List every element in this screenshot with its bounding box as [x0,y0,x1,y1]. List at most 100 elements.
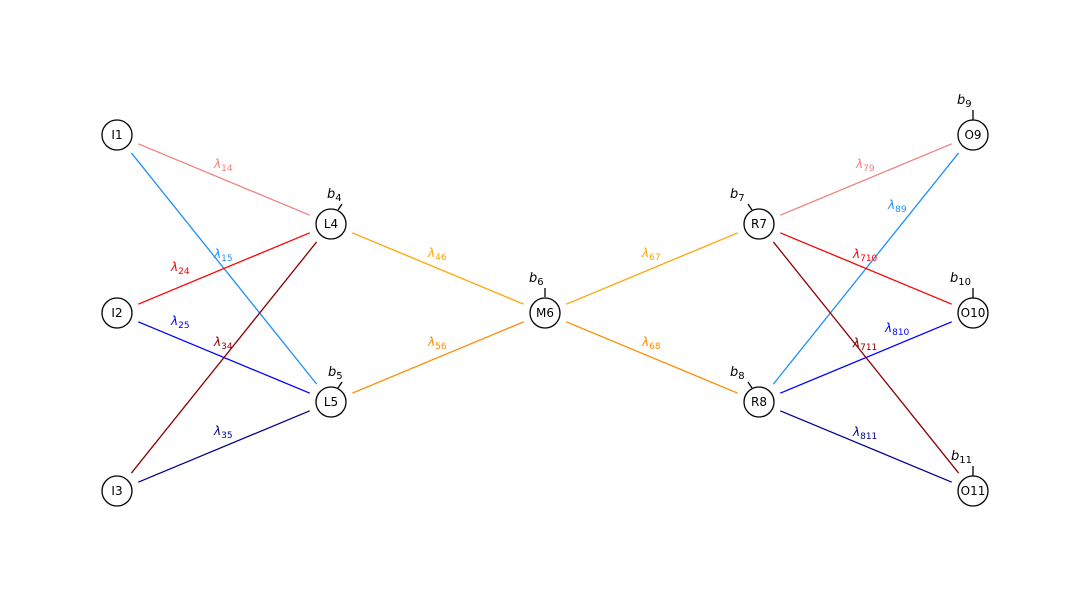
weight-symbol: λ [852,247,860,261]
weight-label-56: λ56 [427,335,447,352]
weight-label-89: λ89 [887,198,907,215]
bias-tick-L4 [337,203,343,211]
weight-symbol: λ [213,424,221,438]
weight-subscript: 89 [895,205,907,215]
bias-symbol: b [730,187,738,202]
node-O11: O11 [957,475,989,507]
node-label: O9 [964,128,981,142]
edge-M6-R8 [565,321,739,394]
node-O10: O10 [957,297,989,329]
weight-subscript: 710 [860,254,877,264]
edge-I1-L4 [137,143,311,216]
node-circle [529,297,561,329]
edge-L5-M6 [351,321,525,394]
bias-symbol: b [730,365,738,380]
weight-subscript: 67 [649,253,660,263]
node-label: O10 [961,306,986,320]
bias-label-6: b6 [529,271,544,288]
node-R7: R7 [743,208,775,240]
weight-subscript: 811 [860,432,877,442]
weight-subscript: 15 [221,254,232,264]
weight-symbol: λ [641,335,649,349]
weight-symbol: λ [852,425,860,439]
weight-label-79: λ79 [855,157,875,174]
weight-subscript: 56 [435,342,447,352]
weight-symbol: λ [213,335,221,349]
bias-tick-L5 [337,381,343,389]
weight-subscript: 14 [221,164,233,174]
node-L5: L5 [315,386,347,418]
edge-I3-L4 [130,241,318,474]
node-label: R7 [751,217,767,231]
node-circle [101,475,133,507]
weight-label-811: λ811 [852,425,877,442]
node-circle [101,119,133,151]
weight-label-34: λ34 [213,335,233,352]
node-circle [315,208,347,240]
bias-symbol: b [950,271,958,286]
bias-symbol: b [328,365,336,380]
node-M6: M6 [529,297,561,329]
bias-subscript: 4 [335,193,341,204]
weight-subscript: 46 [435,253,447,263]
weight-label-46: λ46 [427,246,447,263]
node-circle [957,297,989,329]
weight-label-67: λ67 [641,246,661,263]
weight-symbol: λ [887,198,895,212]
node-label: I1 [111,128,122,142]
node-I1: I1 [101,119,133,151]
bias-label-8: b8 [730,365,745,382]
weight-symbol: λ [427,335,435,349]
node-circle [743,386,775,418]
edge-labels: λ14λ15λ24λ25λ34λ35λ46λ56λ67λ68λ79λ89λ710… [170,157,910,442]
weight-subscript: 810 [892,328,909,338]
bias-subscript: 7 [738,193,744,204]
weight-label-68: λ68 [641,335,661,352]
node-I3: I3 [101,475,133,507]
weight-label-710: λ710 [852,247,878,264]
bias-label-4: b4 [327,187,342,204]
weight-subscript: 24 [178,267,190,277]
node-R8: R8 [743,386,775,418]
node-label: I3 [111,484,122,498]
weight-label-810: λ810 [884,321,910,338]
edge-R7-O11 [772,241,960,474]
weight-label-24: λ24 [170,260,190,277]
weight-label-25: λ25 [170,314,190,331]
bias-label-5: b5 [328,365,343,382]
bias-label-9: b9 [957,93,972,110]
bias-subscript: 11 [959,455,972,466]
node-I2: I2 [101,297,133,329]
edge-M6-R7 [565,232,739,305]
bias-label-7: b7 [730,187,745,204]
weight-symbol: λ [884,321,892,335]
weight-symbol: λ [170,314,178,328]
edge-I2-L4 [137,232,311,305]
bias-label-11: b11 [951,449,972,466]
node-label: L5 [324,395,338,409]
weight-label-711: λ711 [852,336,877,353]
bias-subscript: 9 [965,99,971,110]
weight-subscript: 25 [178,321,189,331]
bias-symbol: b [957,93,965,108]
bias-tick-R8 [747,381,753,389]
edge-R8-O11 [779,410,953,483]
weight-symbol: λ [170,260,178,274]
weight-subscript: 711 [860,343,877,353]
weight-symbol: λ [213,157,221,171]
weight-label-14: λ14 [213,157,233,174]
edge-L4-M6 [351,232,525,305]
weight-subscript: 79 [863,164,875,174]
node-label: M6 [536,306,554,320]
bias-label-10: b10 [950,271,971,288]
bias-subscript: 6 [537,277,543,288]
weight-symbol: λ [213,247,221,261]
edge-R7-O9 [779,143,953,216]
node-label: O11 [961,484,986,498]
weight-subscript: 35 [221,431,232,441]
bias-subscript: 8 [738,371,744,382]
weight-symbol: λ [641,246,649,260]
node-label: I2 [111,306,122,320]
